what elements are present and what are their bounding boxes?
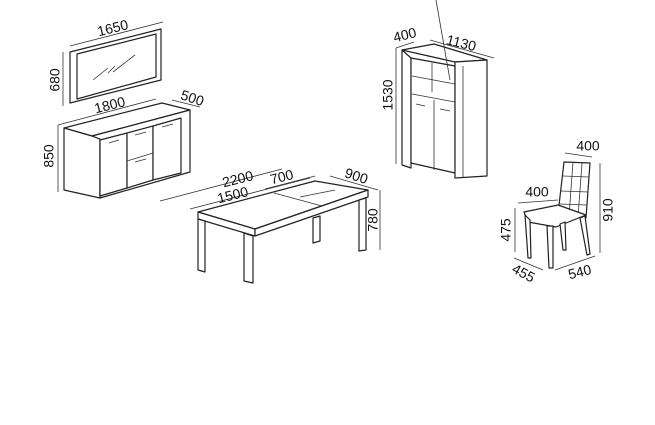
chair-drawing [513,152,601,271]
chair-width-label: 540 [566,261,593,282]
mirror-drawing [62,21,164,106]
cabinet-drawing [395,0,495,179]
sideboard-width-label: 1800 [93,93,127,116]
table-extension-label: 700 [268,166,295,187]
sideboard-height-label: 850 [41,144,57,168]
chair-height-label: 910 [600,198,616,222]
dining-table-drawing [159,168,381,284]
chair-seat-height-label: 475 [498,218,514,242]
table-length-label: 1500 [216,183,250,206]
sideboard-depth-label: 500 [179,87,206,110]
sideboard-drawing [57,98,201,199]
cabinet-depth-label: 400 [391,24,418,45]
table-extended-length-label: 2200 [221,167,255,190]
cabinet-height-label: 1530 [380,79,396,110]
mirror-width-label: 1650 [96,16,130,39]
chair-depth-label: 455 [510,260,538,285]
cabinet-width-label: 1130 [445,31,478,54]
chair-seat-depth-label: 400 [525,184,549,200]
chair-back-width-label: 400 [576,138,600,154]
table-height-label: 780 [365,208,381,232]
table-depth-label: 900 [343,165,370,188]
mirror-height-label: 680 [47,68,63,92]
